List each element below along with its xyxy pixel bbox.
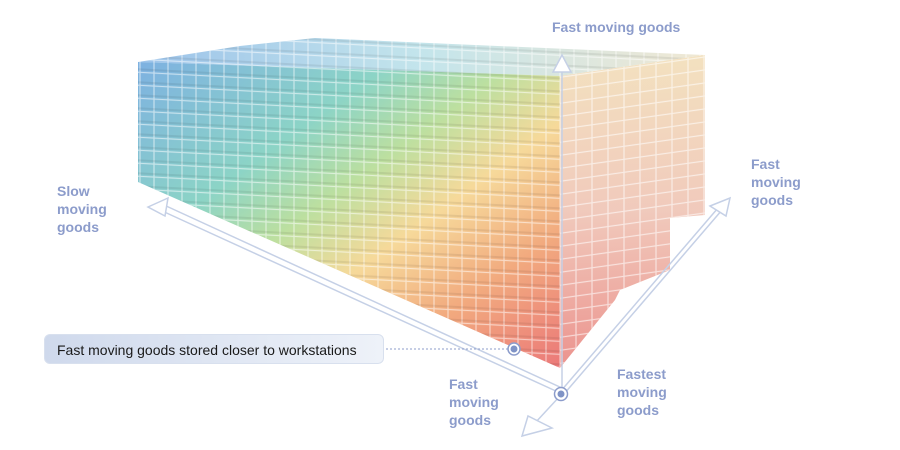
- origin-marker-dot: [557, 390, 565, 398]
- block-front-grid: [138, 62, 560, 368]
- axes: [146, 53, 732, 438]
- storage-block: [138, 38, 705, 368]
- left-axis-2: [163, 204, 563, 389]
- arrow-right-icon: [708, 196, 732, 218]
- markers: [507, 342, 569, 402]
- callout-box: Fast moving goods stored closer to works…: [44, 334, 384, 364]
- right-axis-2: [563, 209, 723, 395]
- label-front-fast-moving: Fast moving goods: [449, 376, 499, 428]
- arrow-left-icon: [146, 196, 169, 218]
- label-slow-moving: Slow moving goods: [57, 183, 107, 235]
- arrow-down-icon: [520, 414, 555, 438]
- label-top-fast-moving: Fast moving goods: [552, 19, 681, 35]
- label-right-fast-moving: Fast moving goods: [751, 156, 801, 208]
- block-side-grid: [560, 55, 705, 368]
- right-axis: [559, 207, 719, 393]
- front-axis: [534, 395, 561, 424]
- left-axis: [159, 209, 559, 393]
- label-fastest-moving: Fastest moving goods: [617, 366, 667, 418]
- arrow-up-icon: [551, 53, 573, 73]
- callout-marker-dot: [510, 345, 518, 353]
